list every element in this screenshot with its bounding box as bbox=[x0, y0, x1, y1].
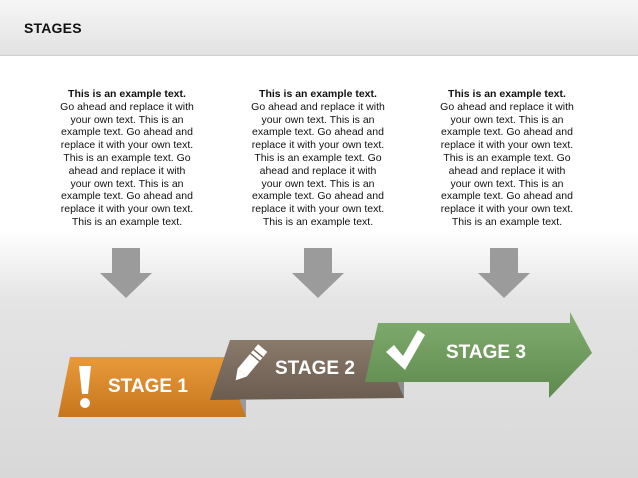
text-block-heading: This is an example text. bbox=[259, 88, 377, 100]
down-arrow-2 bbox=[292, 248, 344, 298]
page-title: STAGES bbox=[24, 20, 82, 36]
text-block-body: Go ahead and replace it with your own te… bbox=[440, 100, 574, 228]
checkmark-icon bbox=[386, 330, 425, 370]
stage-1-ribbon bbox=[58, 357, 246, 417]
stage-2[interactable]: STAGE 2 bbox=[210, 340, 404, 400]
text-block-heading: This is an example text. bbox=[68, 88, 186, 100]
stage-3[interactable]: STAGE 3 bbox=[365, 312, 592, 398]
text-block-body: Go ahead and replace it with your own te… bbox=[60, 100, 194, 228]
text-block-2: This is an example text. Go ahead and re… bbox=[248, 88, 388, 229]
down-arrow-3 bbox=[478, 248, 530, 298]
text-block-body: Go ahead and replace it with your own te… bbox=[251, 100, 385, 228]
stage-1[interactable]: STAGE 1 bbox=[58, 357, 246, 417]
text-block-3: This is an example text. Go ahead and re… bbox=[437, 88, 577, 229]
stage-2-label: STAGE 2 bbox=[275, 358, 355, 379]
down-arrow-1 bbox=[100, 248, 152, 298]
stage-1-label: STAGE 1 bbox=[108, 376, 188, 397]
exclamation-icon bbox=[79, 366, 91, 408]
text-block-1: This is an example text. Go ahead and re… bbox=[57, 88, 197, 229]
pencil-icon bbox=[235, 344, 268, 381]
header-bar: STAGES bbox=[0, 0, 638, 56]
text-block-heading: This is an example text. bbox=[448, 88, 566, 100]
stage-3-label: STAGE 3 bbox=[446, 342, 526, 363]
